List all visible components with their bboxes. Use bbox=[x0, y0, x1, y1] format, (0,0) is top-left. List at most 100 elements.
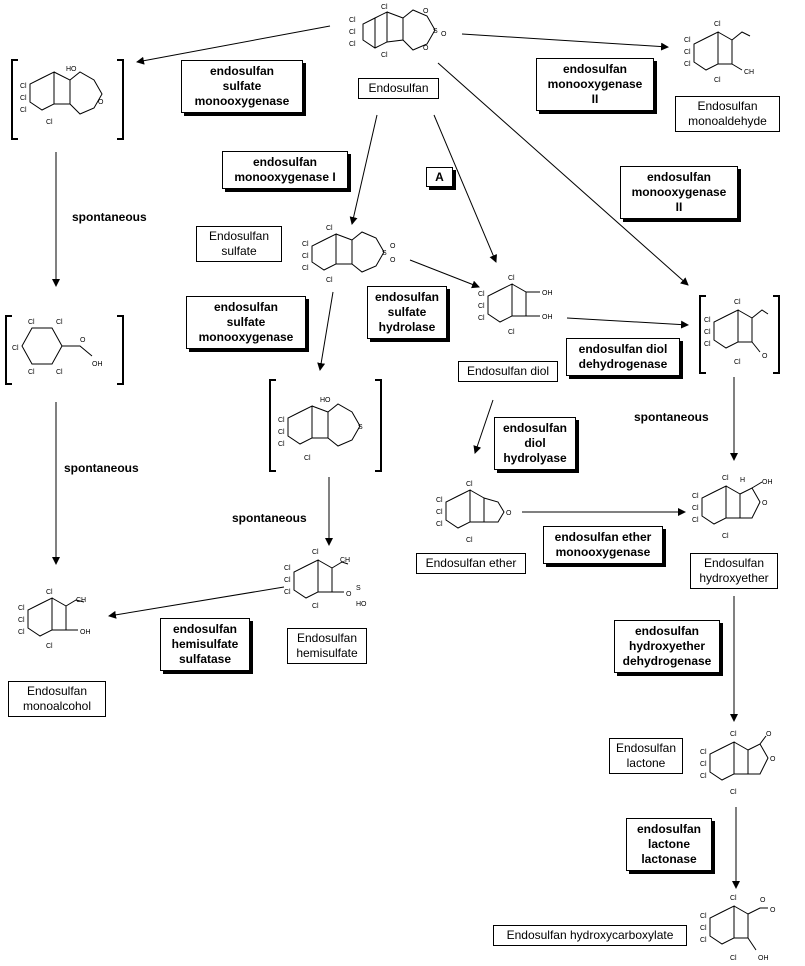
svg-text:Cl: Cl bbox=[700, 773, 707, 780]
enzyme-monooxygenase-ii-top: endosulfan monooxygenase II bbox=[536, 58, 654, 111]
svg-text:OH: OH bbox=[758, 955, 769, 962]
molecule-endosulfan: Cl Cl Cl Cl Cl O S O O bbox=[349, 4, 447, 59]
svg-text:Cl: Cl bbox=[734, 299, 741, 306]
svg-text:Cl: Cl bbox=[478, 303, 485, 310]
compound-hydroxycarboxylate: Endosulfan hydroxycarboxylate bbox=[493, 925, 687, 946]
svg-text:Cl: Cl bbox=[278, 441, 285, 448]
bracket-right-1 bbox=[117, 59, 124, 140]
svg-text:Cl: Cl bbox=[20, 95, 27, 102]
enzyme-ether-monooxygenase: endosulfan ether monooxygenase bbox=[543, 526, 663, 564]
arrow-sulfate-to-hydroxy-sulfate bbox=[317, 291, 334, 371]
svg-text:H: H bbox=[740, 477, 745, 484]
svg-text:Cl: Cl bbox=[46, 589, 53, 596]
molecule-diol: Cl Cl Cl Cl Cl OH OH bbox=[478, 275, 553, 336]
svg-text:O: O bbox=[80, 337, 86, 344]
svg-text:HO: HO bbox=[320, 397, 331, 404]
svg-text:HO: HO bbox=[66, 66, 77, 73]
enzyme-hemisulfate-sulfatase: endosulfan hemisulfate sulfatase bbox=[160, 618, 250, 671]
svg-text:Cl: Cl bbox=[704, 329, 711, 336]
svg-text:O: O bbox=[346, 591, 352, 598]
bracket-left-1 bbox=[11, 59, 18, 140]
svg-text:Cl: Cl bbox=[18, 605, 25, 612]
molecule-sulfate: Cl Cl Cl Cl Cl S O O bbox=[302, 225, 396, 284]
svg-text:O: O bbox=[770, 907, 776, 914]
svg-text:Cl: Cl bbox=[278, 429, 285, 436]
svg-text:Cl: Cl bbox=[326, 225, 333, 232]
svg-text:OH: OH bbox=[762, 479, 773, 486]
svg-text:OH: OH bbox=[542, 290, 553, 297]
svg-text:OH: OH bbox=[542, 314, 553, 321]
svg-text:Cl: Cl bbox=[730, 789, 737, 796]
svg-text:O: O bbox=[98, 99, 104, 106]
svg-text:Cl: Cl bbox=[730, 731, 737, 738]
svg-text:Cl: Cl bbox=[730, 895, 737, 902]
svg-text:O: O bbox=[762, 353, 768, 360]
svg-text:Cl: Cl bbox=[28, 319, 35, 326]
atom-cl: Cl bbox=[349, 41, 356, 48]
enzyme-sulfate-monooxygenase-top: endosulfan sulfate monooxygenase bbox=[181, 60, 303, 113]
compound-endosulfan: Endosulfan bbox=[358, 78, 439, 99]
svg-text:Cl: Cl bbox=[684, 37, 691, 44]
svg-text:Cl: Cl bbox=[700, 913, 707, 920]
svg-text:Cl: Cl bbox=[692, 505, 699, 512]
enzyme-diol-dehydrogenase: endosulfan diol dehydrogenase bbox=[566, 338, 680, 376]
bracket-right-4 bbox=[773, 295, 780, 374]
svg-text:O: O bbox=[390, 243, 396, 250]
svg-text:Cl: Cl bbox=[722, 475, 729, 482]
svg-text:Cl: Cl bbox=[466, 481, 473, 488]
svg-text:O: O bbox=[762, 500, 768, 507]
svg-text:O: O bbox=[760, 897, 766, 904]
svg-text:Cl: Cl bbox=[730, 955, 737, 962]
svg-text:Cl: Cl bbox=[436, 509, 443, 516]
svg-text:Cl: Cl bbox=[684, 49, 691, 56]
svg-text:Cl: Cl bbox=[304, 455, 311, 462]
label-spontaneous-3: spontaneous bbox=[232, 511, 307, 525]
atom-cl: Cl bbox=[349, 29, 356, 36]
svg-text:Cl: Cl bbox=[12, 345, 19, 352]
svg-text:S: S bbox=[358, 424, 363, 431]
svg-text:Cl: Cl bbox=[436, 497, 443, 504]
svg-text:S: S bbox=[382, 250, 387, 257]
svg-text:OH: OH bbox=[92, 361, 103, 368]
arrow-endosulfan-to-diol bbox=[433, 114, 497, 263]
svg-text:CH: CH bbox=[340, 557, 350, 564]
atom-s: S bbox=[433, 28, 438, 35]
compound-lactone: Endosulfan lactone bbox=[609, 738, 683, 774]
svg-text:Cl: Cl bbox=[284, 565, 291, 572]
svg-text:Cl: Cl bbox=[302, 253, 309, 260]
svg-text:Cl: Cl bbox=[734, 359, 741, 366]
molecule-hemisulfate: Cl Cl Cl Cl Cl CH O S HO bbox=[284, 549, 367, 610]
svg-text:Cl: Cl bbox=[312, 603, 319, 610]
arrow-sulfate-to-diol bbox=[409, 259, 480, 289]
svg-text:Cl: Cl bbox=[700, 761, 707, 768]
svg-text:Cl: Cl bbox=[46, 643, 53, 650]
svg-text:Cl: Cl bbox=[18, 617, 25, 624]
svg-text:Cl: Cl bbox=[56, 369, 63, 376]
label-spontaneous-2: spontaneous bbox=[64, 461, 139, 475]
atom-cl: Cl bbox=[381, 4, 388, 11]
enzyme-monooxygenase-i: endosulfan monooxygenase I bbox=[222, 151, 348, 189]
svg-text:Cl: Cl bbox=[714, 21, 721, 28]
tag-a: A bbox=[426, 167, 453, 187]
svg-text:Cl: Cl bbox=[508, 275, 515, 282]
molecule-monoalcohol: Cl Cl Cl Cl Cl CH OH bbox=[18, 589, 91, 650]
svg-text:Cl: Cl bbox=[46, 119, 53, 126]
compound-hydroxyether: Endosulfan hydroxyether bbox=[690, 553, 778, 589]
svg-text:Cl: Cl bbox=[312, 549, 319, 556]
arrow-diol-to-ether bbox=[473, 399, 494, 454]
svg-text:Cl: Cl bbox=[436, 521, 443, 528]
molecule-ring-intermediate: Cl Cl Cl Cl Cl O OH bbox=[12, 319, 103, 376]
molecule-hydroxy-sulfate: HO Cl Cl Cl Cl S bbox=[278, 397, 363, 462]
compound-monoaldehyde: Endosulfan monoaldehyde bbox=[675, 96, 780, 132]
svg-text:Cl: Cl bbox=[326, 277, 333, 284]
svg-text:Cl: Cl bbox=[18, 629, 25, 636]
svg-text:O: O bbox=[766, 731, 772, 738]
svg-text:Cl: Cl bbox=[478, 291, 485, 298]
molecule-sulfate-intermediate: HO Cl Cl Cl Cl O bbox=[20, 66, 104, 126]
arrow-endosulfan-to-monoaldehyde bbox=[461, 33, 669, 51]
label-spontaneous-1: spontaneous bbox=[72, 210, 147, 224]
svg-text:Cl: Cl bbox=[302, 241, 309, 248]
